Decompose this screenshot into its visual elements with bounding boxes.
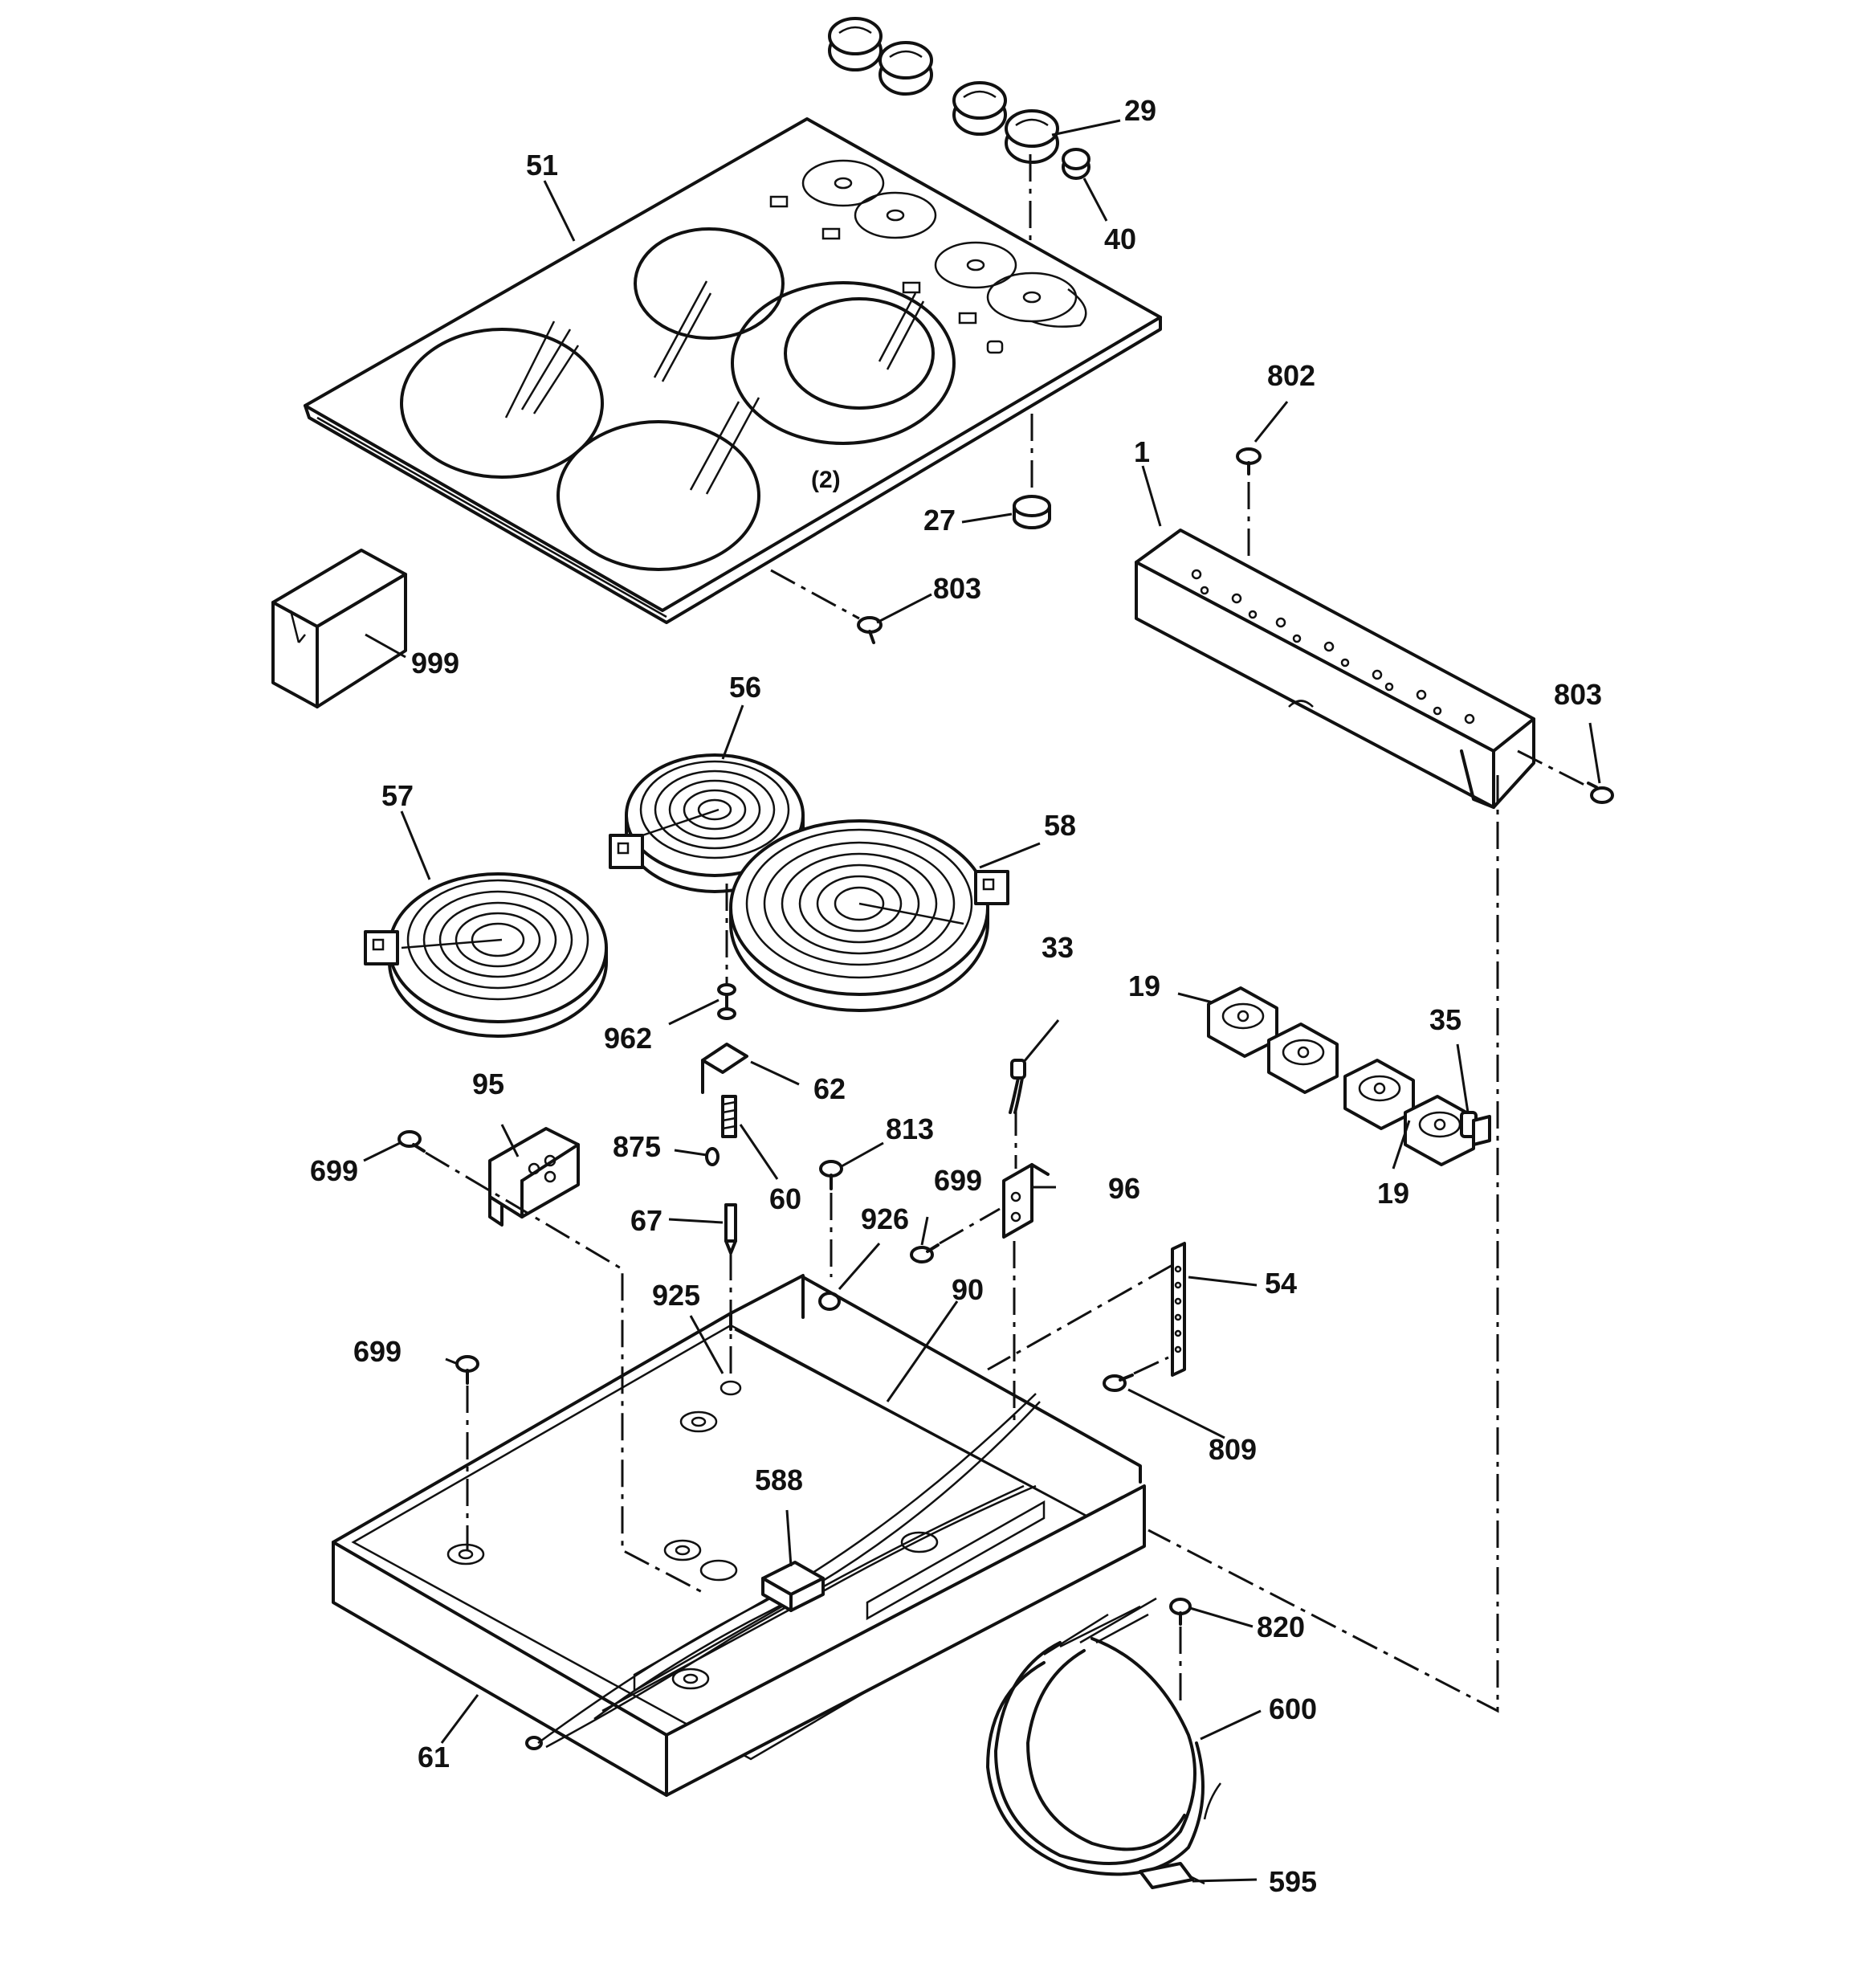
infinite-switch-3	[1343, 1059, 1415, 1130]
bracket-95	[488, 1127, 580, 1227]
cooktop-logo-mark: (2)	[811, 467, 841, 493]
label-875: 875	[613, 1130, 661, 1163]
screw-699-middle	[910, 1243, 940, 1263]
label-57: 57	[381, 779, 414, 812]
screw-813	[819, 1160, 843, 1190]
control-knobs	[828, 17, 1090, 289]
part-labels: 29 40 51 802 1 27 803 999 803 56 57 58 3…	[310, 94, 1602, 1898]
infinite-switch-1	[1207, 986, 1278, 1058]
label-62: 62	[813, 1072, 846, 1105]
label-40: 40	[1104, 222, 1136, 255]
label-67: 67	[630, 1204, 662, 1237]
label-999: 999	[411, 647, 459, 680]
label-699-bottom: 699	[353, 1335, 402, 1368]
label-588: 588	[755, 1463, 803, 1496]
label-802: 802	[1267, 359, 1315, 392]
screw-809	[1103, 1374, 1134, 1392]
label-19-bottom: 19	[1377, 1177, 1409, 1210]
label-56: 56	[729, 671, 761, 704]
bracket-62	[701, 1043, 748, 1094]
power-cord	[986, 1597, 1222, 1889]
surface-element-56	[609, 753, 805, 893]
surface-element-58	[729, 819, 1009, 1012]
label-699-middle: 699	[934, 1164, 982, 1197]
label-595: 595	[1269, 1865, 1317, 1898]
pin-67	[724, 1203, 737, 1255]
label-803-right: 803	[1554, 678, 1602, 711]
label-61: 61	[418, 1741, 450, 1774]
bracket-96	[1002, 1163, 1050, 1239]
label-35: 35	[1429, 1003, 1461, 1036]
screw-699-bottom	[455, 1355, 479, 1385]
screw-803-right	[1587, 782, 1614, 804]
knob-insert	[1062, 148, 1090, 180]
label-1: 1	[1134, 435, 1150, 468]
label-90: 90	[952, 1273, 984, 1306]
label-96: 96	[1108, 1172, 1140, 1205]
knob-4	[1005, 109, 1059, 164]
screw-803-top	[857, 616, 883, 644]
clip-875	[705, 1147, 720, 1166]
label-27: 27	[923, 504, 956, 537]
surface-element-57	[364, 872, 608, 1038]
knob-3	[952, 81, 1007, 136]
label-925: 925	[652, 1279, 700, 1312]
label-962: 962	[604, 1022, 652, 1055]
wire-lead-33	[1009, 1059, 1026, 1114]
label-60: 60	[769, 1182, 801, 1215]
label-19-top: 19	[1128, 970, 1160, 1002]
label-95: 95	[472, 1067, 504, 1100]
standoff-962	[717, 983, 736, 1020]
control-panel	[1135, 482, 1535, 809]
label-820: 820	[1257, 1610, 1305, 1643]
screw-820	[1169, 1598, 1192, 1626]
label-803-top: 803	[933, 572, 981, 605]
label-51: 51	[526, 149, 558, 182]
burner-box	[332, 1274, 1146, 1797]
label-926: 926	[861, 1202, 909, 1235]
label-813: 813	[886, 1112, 934, 1145]
indicator-light-35	[1460, 1111, 1491, 1146]
label-58: 58	[1044, 809, 1076, 842]
leader-lines	[363, 119, 1601, 1883]
infinite-switch-2	[1267, 1023, 1339, 1094]
label-54: 54	[1265, 1267, 1297, 1300]
screw-699-left	[397, 1130, 426, 1153]
screw-802	[1236, 447, 1262, 476]
grommet	[1013, 495, 1051, 529]
label-33: 33	[1042, 931, 1074, 964]
knob-1	[828, 17, 883, 71]
terminal-bracket-54	[1171, 1242, 1186, 1377]
label-809: 809	[1209, 1433, 1257, 1466]
glass-cooktop: (2)	[304, 117, 1162, 624]
spring-60	[721, 1095, 737, 1138]
knob-2	[879, 41, 933, 96]
label-600: 600	[1269, 1692, 1317, 1725]
label-29: 29	[1124, 94, 1156, 127]
label-699-left: 699	[310, 1154, 358, 1187]
literature-box	[271, 549, 407, 708]
